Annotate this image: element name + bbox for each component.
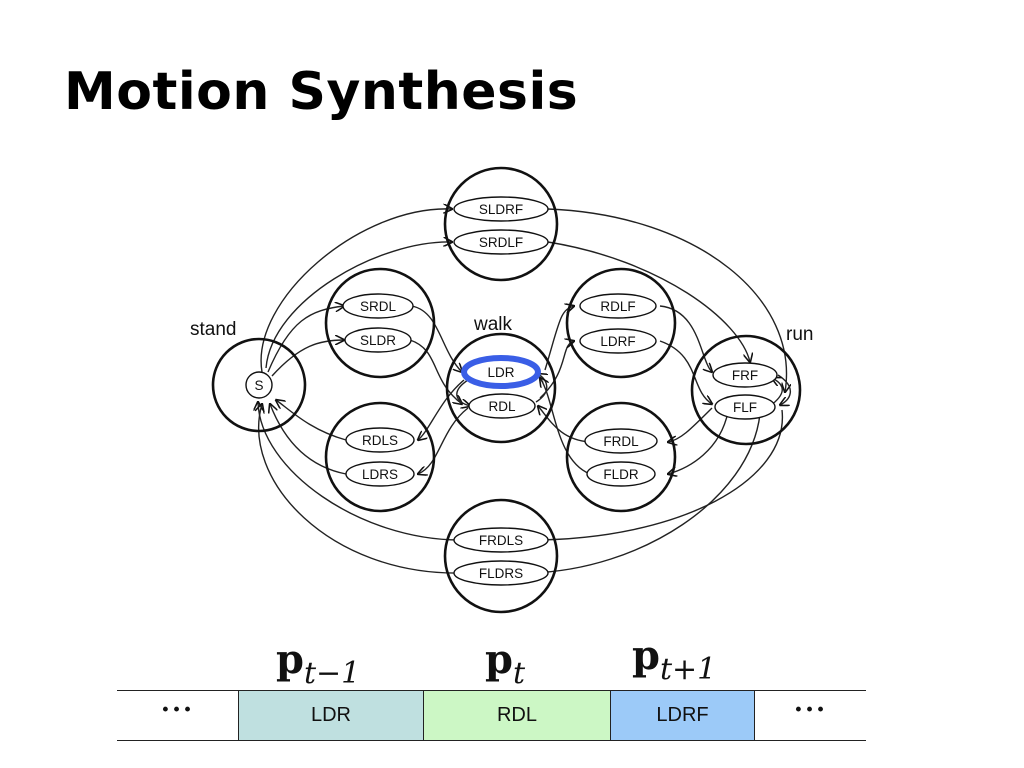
node-frdls	[453, 527, 549, 553]
node-srdlf	[453, 229, 549, 255]
edge-frdl-rdl	[538, 406, 591, 443]
node-frf	[712, 362, 778, 388]
edge-srdl-ldr	[411, 305, 462, 372]
node-label-rdl: RDL	[488, 399, 515, 414]
node-label-fldrs: FLDRS	[479, 566, 523, 581]
node-rdl	[468, 393, 536, 419]
frame-label-current: pt	[485, 640, 525, 689]
frame-label-prev: pt−1	[276, 640, 360, 689]
edge-rdls-stand	[276, 400, 347, 441]
edge-rdl-ldrs	[418, 407, 469, 474]
edge-stand-srdlf	[265, 242, 452, 369]
edge-sldrf-run	[547, 208, 786, 392]
node-rdlf	[579, 293, 657, 319]
edge-flf-fldr	[668, 411, 729, 474]
group-circle-run	[690, 334, 802, 446]
group-circle-bottom	[443, 498, 559, 614]
node-ldrs	[345, 461, 415, 487]
node-flf	[714, 394, 776, 420]
sequence-cell-current: RDL	[424, 691, 610, 740]
edge-sldr-rdl	[409, 339, 462, 404]
group-label-stand: stand	[190, 319, 236, 340]
edge-frf-flf	[778, 374, 791, 405]
node-label-ldrf: LDRF	[600, 334, 635, 349]
edge-run-fldrs	[530, 413, 761, 573]
edge-fldr-ldr	[540, 378, 591, 475]
edge-stand-sldrf	[260, 209, 452, 373]
node-fldrs	[453, 560, 549, 586]
sequence-cell-prev: LDR	[238, 691, 424, 740]
node-label-frf: FRF	[732, 368, 758, 383]
edge-stand-sldr	[271, 340, 344, 377]
node-label-frdls: FRDLS	[479, 533, 523, 548]
transition-edges	[258, 209, 790, 573]
node-label-ldrs: LDRS	[362, 467, 398, 482]
edge-ldrs-stand	[270, 404, 347, 475]
node-label-srdlf: SRDLF	[479, 235, 523, 250]
node-srdl	[342, 293, 414, 319]
node-label-start: S	[254, 378, 263, 393]
frame-label-next-sub: t+1	[659, 652, 717, 687]
node-label-rdls: RDLS	[362, 433, 398, 448]
group-label-walk: walk	[473, 314, 513, 335]
node-sldrf	[453, 196, 549, 222]
frame-label-current-sub: t	[512, 656, 526, 691]
node-label-rdlf: RDLF	[600, 299, 635, 314]
edge-rdlf-frf	[659, 305, 712, 372]
frame-label-current-base: p	[485, 636, 513, 683]
frame-label-next: pt+1	[632, 636, 716, 685]
group-label-run: run	[786, 324, 813, 345]
node-label-sldrf: SLDRF	[479, 202, 523, 217]
sequence-cell-next: LDRF	[610, 691, 755, 740]
node-start	[245, 371, 273, 399]
sequence-ellipsis-left: ···	[117, 691, 238, 740]
edge-ldr-rdl	[456, 379, 470, 406]
group-circle-frdl-fldr	[565, 401, 677, 513]
node-label-srdl: SRDL	[360, 299, 397, 314]
frame-label-next-base: p	[632, 632, 660, 679]
motion-sequence-strip: ··· LDR RDL LDRF ···	[117, 690, 866, 741]
edge-fldrs-stand	[259, 404, 461, 574]
edge-run-frdls	[530, 409, 783, 540]
edge-ldr-rdls	[418, 379, 465, 440]
group-circles	[211, 166, 802, 614]
slide-title: Motion Synthesis	[64, 62, 579, 122]
group-circle-srdl-sldr	[324, 267, 436, 379]
node-ldrf	[579, 328, 657, 354]
edge-flf-frdl	[668, 407, 713, 442]
sequence-ellipsis-right: ···	[755, 691, 866, 740]
node-label-fldr: FLDR	[603, 467, 639, 482]
group-circle-top	[443, 166, 559, 282]
node-label-flf: FLF	[733, 400, 757, 415]
frame-label-prev-base: p	[276, 636, 304, 683]
node-frdl	[584, 428, 658, 454]
edge-srdlf-frf	[547, 241, 750, 362]
node-rdls	[345, 427, 415, 453]
node-ellipses	[245, 196, 778, 586]
node-fldr	[586, 461, 656, 487]
edge-stand-srdl	[267, 306, 344, 373]
frame-label-prev-sub: t−1	[303, 656, 361, 691]
group-circle-start	[211, 337, 307, 433]
node-label-ldr: LDR	[487, 365, 514, 380]
group-circle-rdls-ldrs	[324, 401, 436, 513]
edge-frdls-stand	[258, 402, 461, 541]
group-circle-walk	[445, 332, 557, 444]
node-label-frdl: FRDL	[603, 434, 639, 449]
group-circle-rdlf-ldrf	[565, 267, 677, 379]
node-ldr-highlighted	[461, 355, 541, 389]
node-label-sldr: SLDR	[360, 333, 396, 348]
node-sldr	[344, 327, 412, 353]
